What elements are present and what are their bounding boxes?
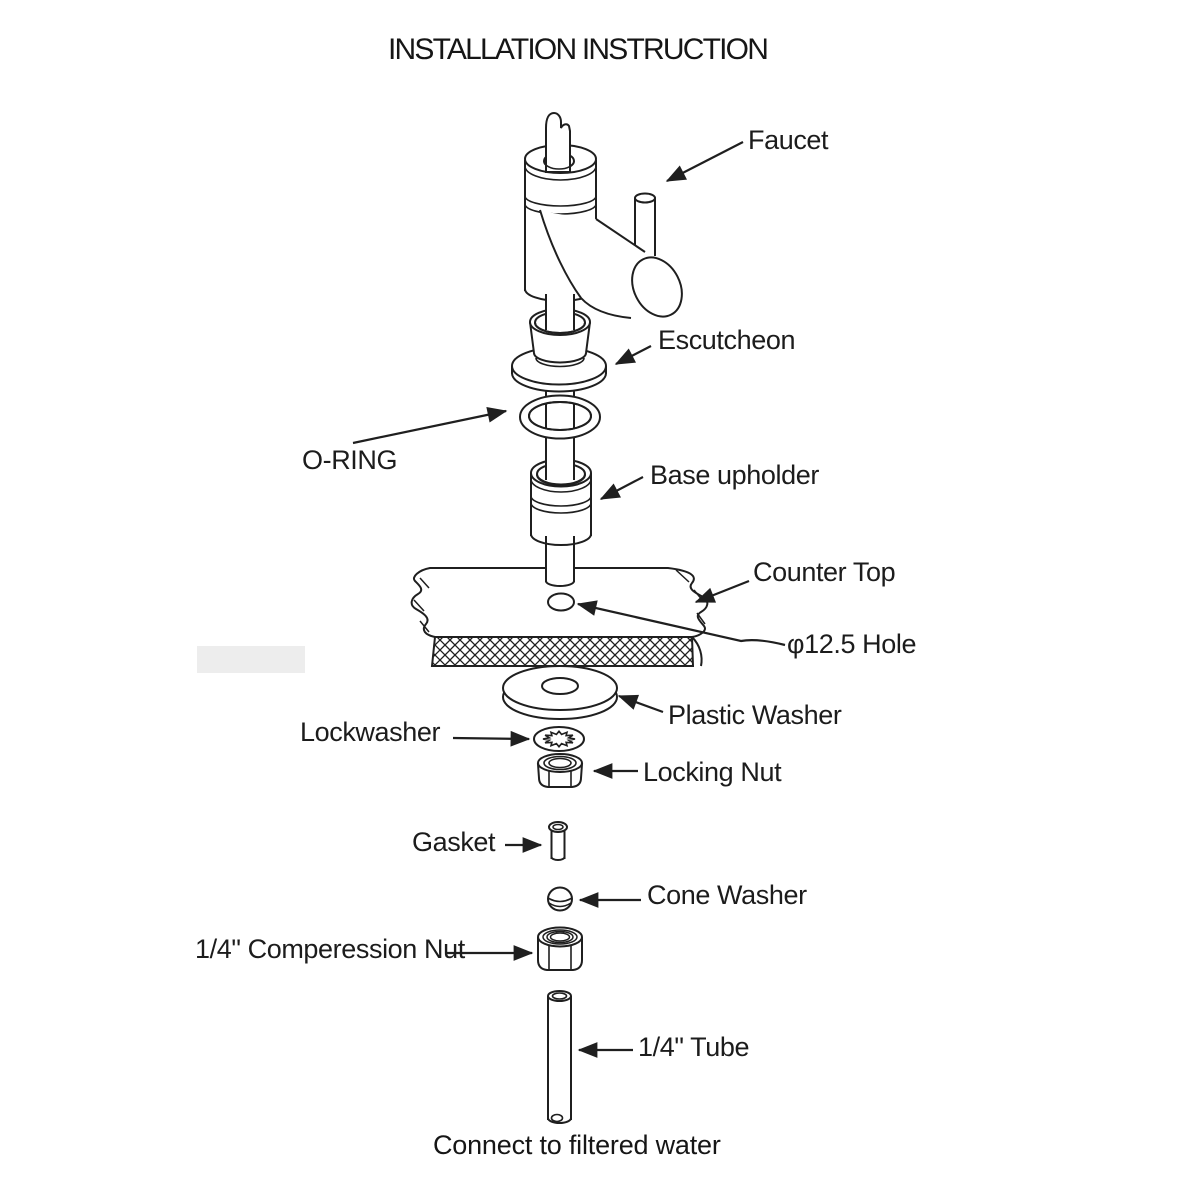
faucet-drawing	[524, 111, 683, 319]
handle-body	[539, 209, 683, 319]
spout-tip	[545, 111, 571, 173]
leader-hole	[576, 600, 786, 647]
page-title: INSTALLATION INSTRUCTION	[388, 33, 769, 66]
label-escutcheon: Escutcheon	[658, 325, 796, 355]
leader-base-upholder	[599, 476, 644, 500]
label-hole: φ12.5 Hole	[787, 629, 917, 659]
gasket-drawing	[548, 821, 568, 861]
base-upholder-drawing	[530, 440, 592, 546]
leader-faucet	[665, 141, 744, 182]
leader-counter-top	[694, 579, 750, 604]
mounting-hole	[547, 592, 575, 612]
label-plastic-washer: Plastic Washer	[668, 700, 842, 730]
torn-slab-fragment	[197, 646, 305, 673]
o-ring-drawing	[519, 394, 601, 440]
label-gasket: Gasket	[412, 827, 496, 857]
cone-washer-drawing	[547, 886, 573, 912]
escutcheon-drawing	[511, 294, 607, 393]
label-tube: 1/4" Tube	[638, 1032, 750, 1062]
locking-nut-drawing	[536, 753, 584, 788]
label-compression-nut: 1/4" Comperession Nut	[195, 934, 465, 964]
handle-lever-rod	[634, 192, 656, 256]
label-locking-nut: Locking Nut	[643, 757, 782, 787]
label-faucet: Faucet	[748, 125, 829, 155]
leader-lines	[352, 141, 786, 1058]
leader-plastic-washer	[617, 694, 664, 714]
footer-note: Connect to filtered water	[433, 1130, 721, 1160]
compression-nut-drawing	[537, 926, 583, 971]
threaded-stem-drawing	[545, 528, 575, 587]
plastic-washer-drawing	[502, 665, 618, 720]
leader-lockwasher	[452, 730, 531, 747]
counter-top-hatched-edge	[430, 636, 695, 667]
leader-escutcheon	[614, 345, 652, 365]
label-counter-top: Counter Top	[753, 557, 896, 587]
label-base-upholder: Base upholder	[650, 460, 819, 490]
leader-o-ring	[352, 407, 508, 445]
label-cone-washer: Cone Washer	[647, 880, 807, 910]
counter-top-drawing	[197, 567, 709, 673]
label-lockwasher: Lockwasher	[300, 717, 441, 747]
label-o-ring: O-RING	[302, 445, 398, 475]
tube-drawing	[547, 990, 572, 1124]
lockwasher-drawing	[533, 726, 585, 752]
